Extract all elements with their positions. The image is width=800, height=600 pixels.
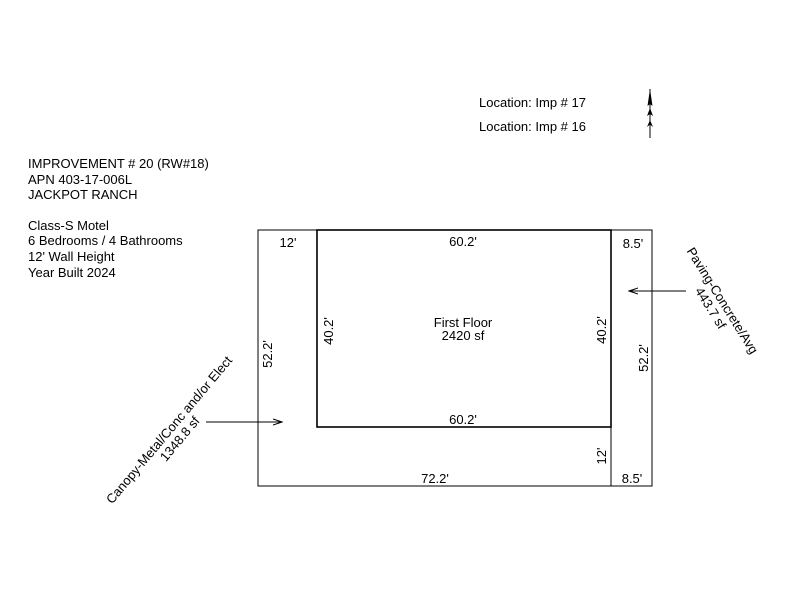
building-class: Class-S Motel (28, 217, 109, 233)
canopy-label: Canopy-Metal/Conc and/or Elect (103, 353, 236, 507)
dim-bottom-right-width: 8.5' (622, 471, 643, 486)
dim-bottom-right-height: 12' (594, 448, 609, 465)
first-floor-label: First Floor (434, 315, 493, 330)
location-label-imp-17: Location: Imp # 17 (479, 95, 586, 110)
year-built: Year Built 2024 (28, 264, 116, 280)
dim-inner-left-height: 40.2' (321, 317, 336, 345)
north-arrow-icon (647, 89, 653, 138)
first-floor-area: 2420 sf (442, 328, 485, 343)
wall-height: 12' Wall Height (28, 248, 115, 264)
dim-right-height: 52.2' (636, 344, 651, 372)
dim-inner-bottom-width: 60.2' (449, 412, 477, 427)
dim-bottom-width: 72.2' (421, 471, 449, 486)
paving-callout: Paving-Concrete/Avg 443.7 sf (684, 245, 762, 357)
paving-label: Paving-Concrete/Avg (684, 245, 762, 357)
dim-inner-right-height: 40.2' (594, 316, 609, 344)
improvement-info: IMPROVEMENT # 20 (RW#18) APN 403-17-006L… (28, 156, 209, 280)
room-count: 6 Bedrooms / 4 Bathrooms (28, 233, 183, 249)
first-floor-outline (316, 229, 612, 428)
dim-top-right-width: 8.5' (623, 236, 644, 251)
property-name: JACKPOT RANCH (28, 187, 138, 203)
improvement-title: IMPROVEMENT # 20 (RW#18) (28, 156, 209, 171)
location-label-imp-16: Location: Imp # 16 (479, 119, 586, 134)
dim-top-width: 60.2' (449, 234, 477, 249)
apn-number: APN 403-17-006L (28, 171, 133, 187)
dim-top-left-width: 12' (280, 235, 297, 250)
dim-left-height: 52.2' (260, 340, 275, 368)
canopy-callout: Canopy-Metal/Conc and/or Elect 1348.8 sf (103, 353, 236, 507)
